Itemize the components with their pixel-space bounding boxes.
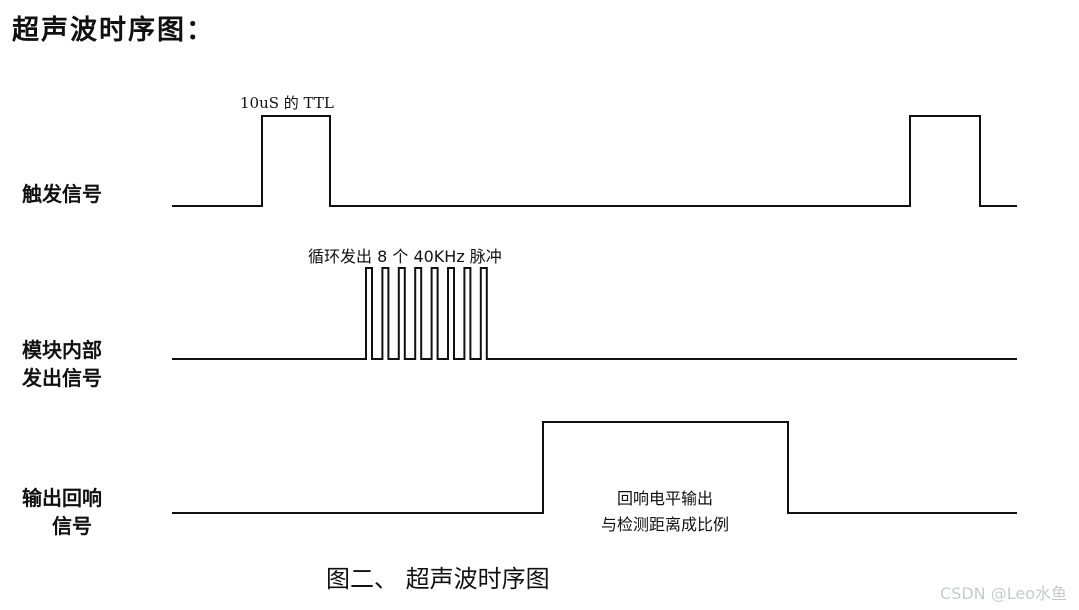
- diagram-heading: 超声波时序图：: [12, 15, 215, 46]
- echo-annotation-line2: 与检测距离成比例: [600, 515, 729, 534]
- echo-signal-label-line1: 输出回响: [22, 486, 102, 510]
- echo-annotation-line1: 回响电平输出: [616, 489, 713, 508]
- echo-signal-label: 输出回响 信号: [22, 484, 102, 540]
- trigger-waveform: [172, 115, 1017, 207]
- trigger-signal-label: 触发信号: [22, 182, 102, 206]
- echo-waveform: [172, 421, 1017, 514]
- internal-signal-label-line1: 模块内部: [22, 338, 102, 362]
- burst-waveform: [172, 267, 1017, 360]
- burst-annotation: 循环发出 8 个 40KHz 脉冲: [308, 247, 502, 266]
- watermark: CSDN @Leo水鱼: [940, 584, 1067, 603]
- figure-caption: 图二、 超声波时序图: [326, 565, 550, 593]
- internal-signal-label-line2: 发出信号: [22, 366, 102, 390]
- echo-signal-label-line2: 信号: [52, 514, 92, 538]
- internal-signal-label: 模块内部 发出信号: [22, 336, 102, 392]
- trigger-pulse-annotation: 10uS 的 TTL: [240, 94, 334, 112]
- echo-annotation: 回响电平输出 与检测距离成比例: [560, 486, 770, 538]
